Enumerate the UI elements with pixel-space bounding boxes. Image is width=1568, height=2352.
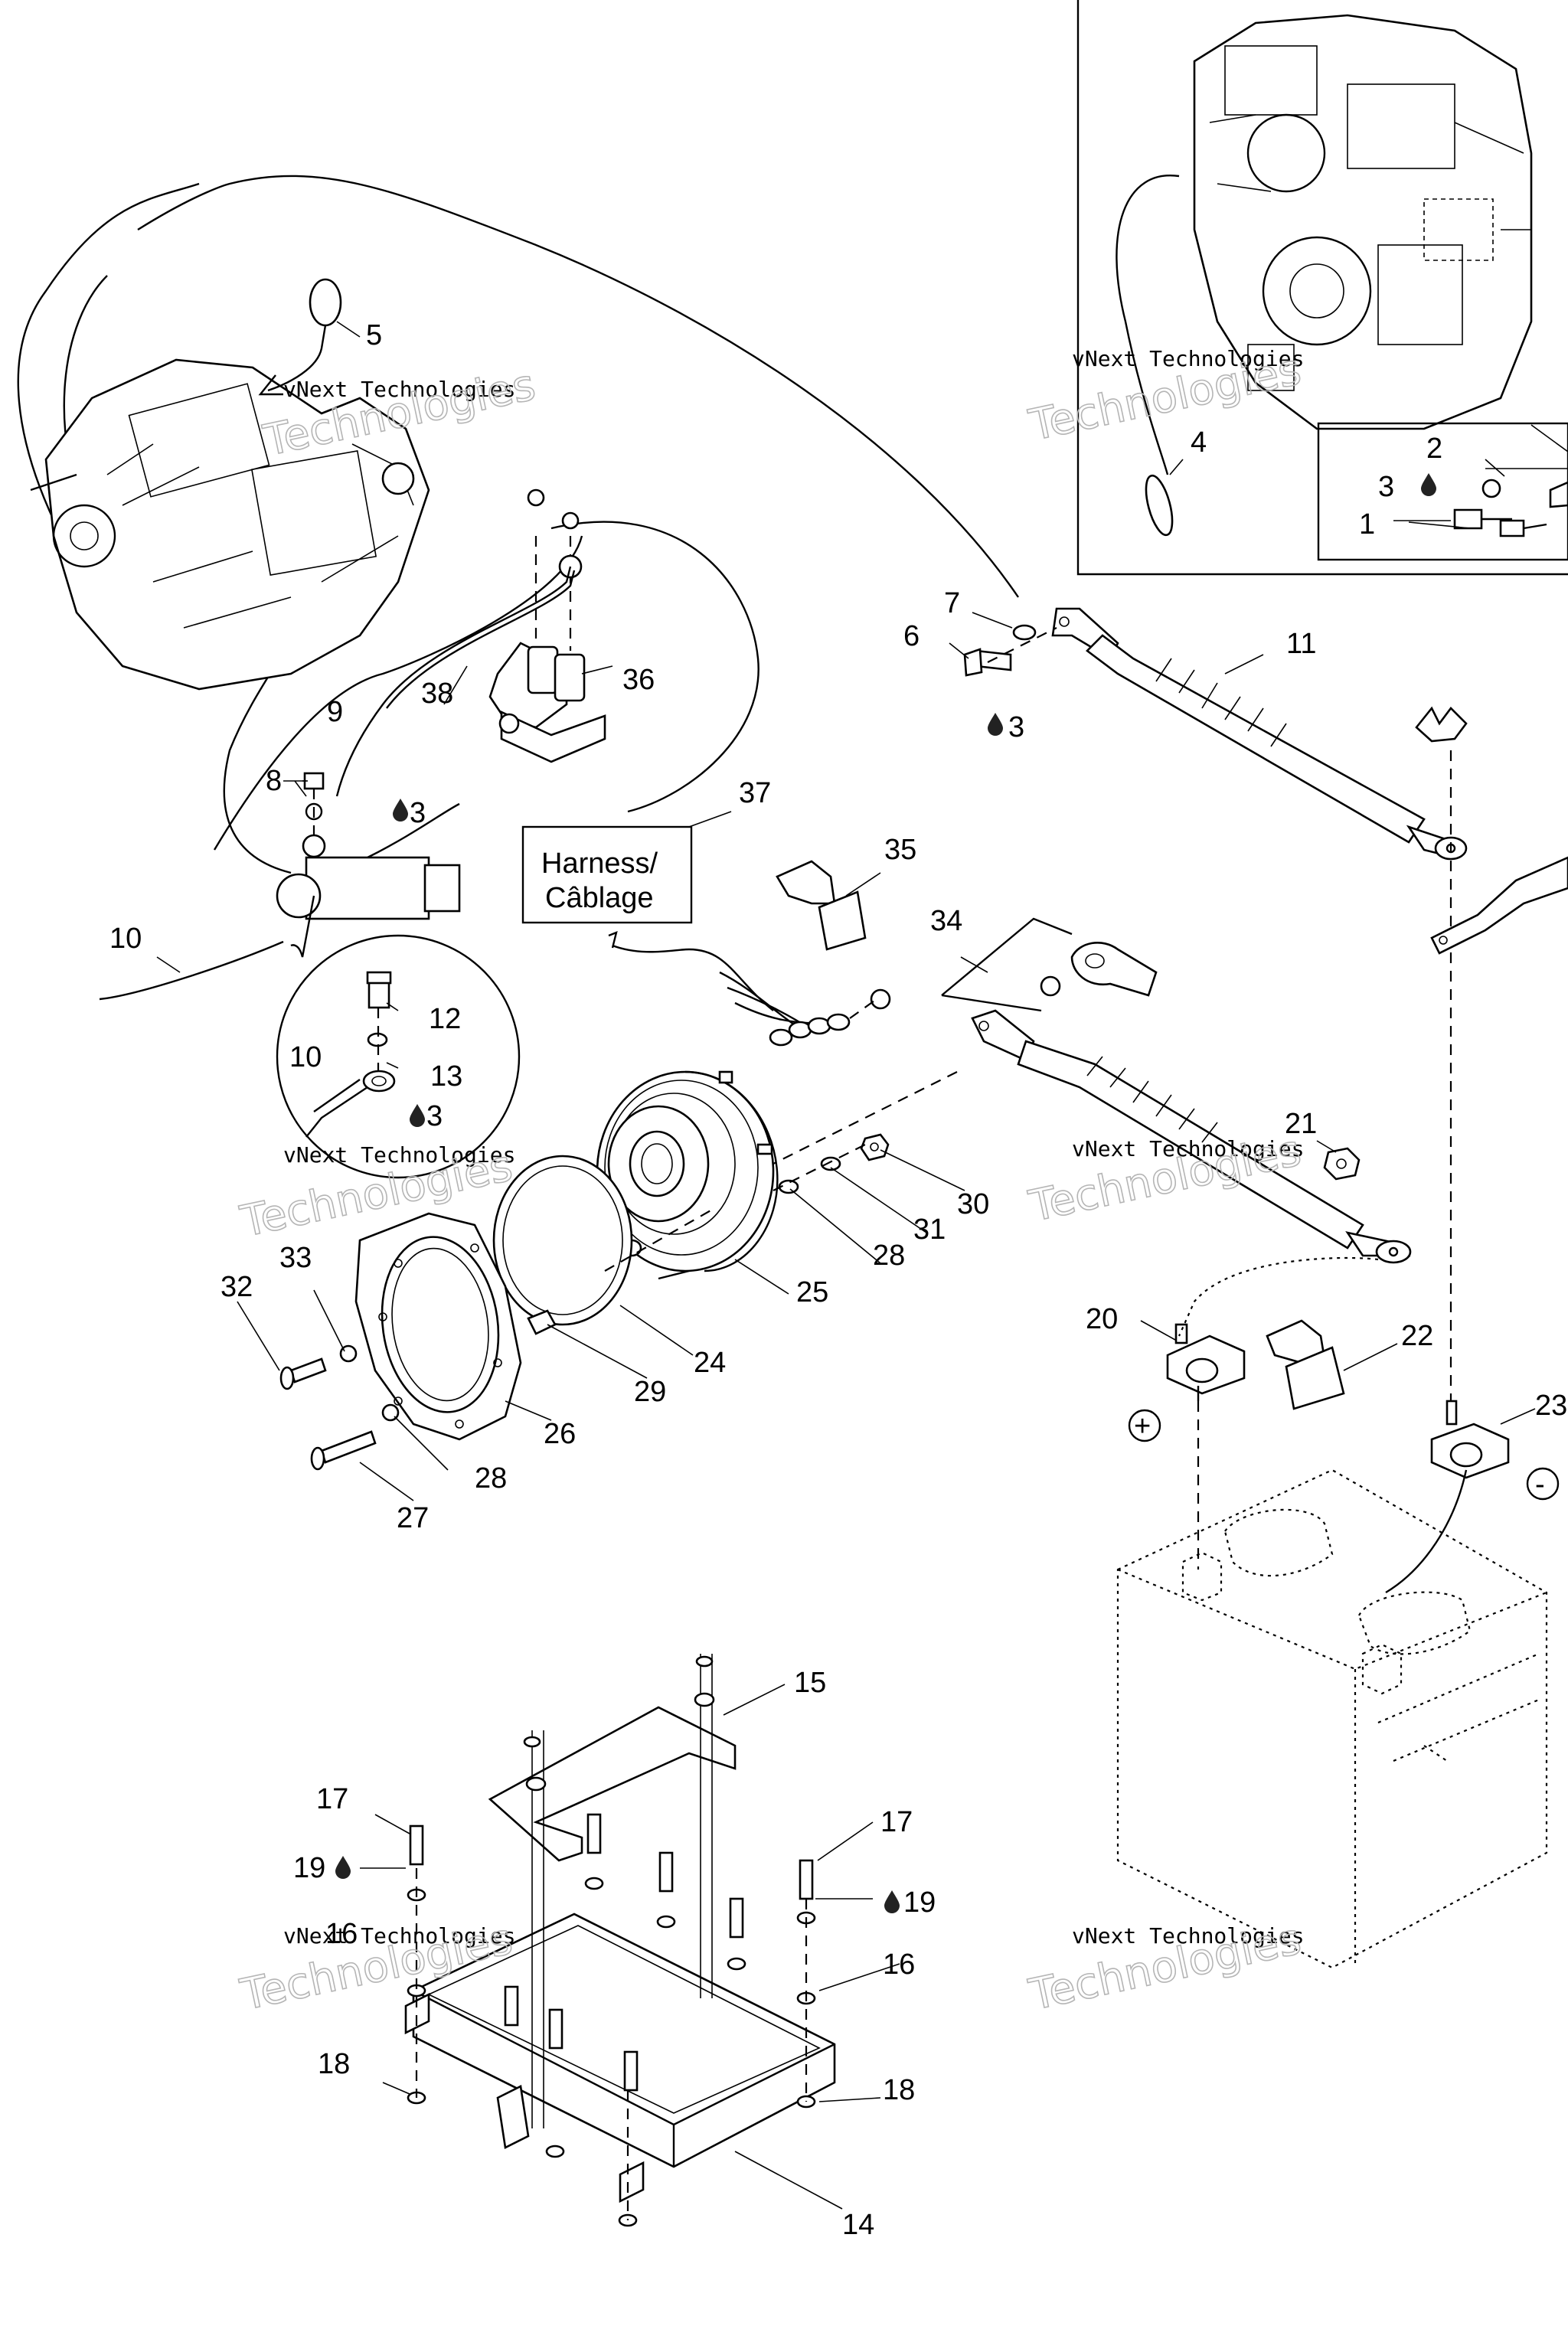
oil-drop-icon	[410, 1104, 425, 1127]
harness-label-fr: Câblage	[545, 882, 654, 914]
plus-terminal-icon: +	[1134, 1410, 1151, 1442]
harness-box	[521, 825, 693, 924]
wing-nut-and-negative-cable	[1415, 706, 1568, 1401]
harness-routing-lines	[17, 175, 1019, 1001]
callout-37: 37	[739, 777, 771, 809]
callout-34: 34	[930, 905, 962, 937]
terminal-detail-circle	[276, 895, 521, 1179]
callout-labels: 1 2 3 4 5 6 7 3 9 8 3 10 12 10 13 3 11 3…	[109, 319, 1567, 2241]
callout-25: 25	[796, 1276, 828, 1308]
callout-21: 21	[1285, 1108, 1317, 1140]
callout-15: 15	[794, 1667, 826, 1699]
callout-24: 24	[694, 1347, 726, 1379]
callout-23: 23	[1535, 1390, 1567, 1422]
watermark-text: vNext Technologies	[1072, 1923, 1304, 1949]
leader-lines	[156, 321, 1536, 2210]
cable-tie-4	[1116, 174, 1180, 537]
starter-motor	[276, 772, 461, 920]
callout-18: 18	[318, 2048, 350, 2080]
oil-drop-icon	[988, 713, 1003, 736]
callout-12: 12	[429, 1003, 461, 1035]
callout-8: 8	[266, 765, 282, 797]
watermark-text: vNext Technologies	[283, 1923, 515, 1949]
callout-22: 22	[1401, 1320, 1433, 1352]
oil-drop-icon	[335, 1856, 351, 1879]
oil-drop-icon	[393, 799, 408, 822]
callout-35: 35	[884, 834, 916, 866]
callout-30: 30	[957, 1188, 989, 1220]
terminal-clamp-23	[1385, 1400, 1510, 1594]
callout-26: 26	[544, 1418, 576, 1450]
callout-17: 17	[880, 1806, 913, 1838]
callout-14: 14	[842, 2209, 874, 2241]
callout-13: 13	[430, 1060, 462, 1093]
callout-5: 5	[366, 319, 382, 351]
oil-drop-icon	[1421, 473, 1436, 496]
callout-29: 29	[634, 1376, 666, 1408]
callout-33: 33	[279, 1242, 312, 1274]
callout-19: 19	[293, 1852, 325, 1884]
inset-engine-view	[1076, 0, 1568, 576]
callout-16: 16	[325, 1918, 358, 1950]
watermark-text: vNext Technologies	[283, 1142, 515, 1168]
cable-11	[1051, 607, 1468, 861]
watermark-text: vNext Technologies	[283, 377, 515, 402]
minus-terminal-icon: -	[1535, 1468, 1545, 1501]
battery-tray-14	[404, 1913, 836, 2203]
callout-10: 10	[289, 1041, 322, 1073]
harness-wires	[608, 931, 891, 1047]
callout-36: 36	[622, 664, 655, 696]
callout-11: 11	[1286, 628, 1316, 660]
watermark-text: vNext Technologies	[1072, 346, 1304, 371]
callout-19: 19	[903, 1886, 936, 1919]
cable-34	[773, 1009, 1412, 1264]
callout-18: 18	[883, 2074, 915, 2106]
callout-10: 10	[109, 923, 142, 955]
mounting-plate-26	[354, 1212, 522, 1441]
hold-down-bracket-15	[488, 1706, 737, 1862]
callout-1: 1	[1359, 508, 1375, 541]
callout-3: 3	[1378, 471, 1394, 503]
callout-17: 17	[316, 1783, 348, 1815]
callout-27: 27	[397, 1502, 429, 1534]
callout-6: 6	[903, 620, 920, 652]
terminal-boot-35	[776, 860, 867, 951]
engine-left-drawing	[30, 358, 430, 691]
callout-2: 2	[1426, 433, 1442, 465]
cable-tie-5	[258, 278, 342, 396]
callout-3: 3	[1008, 711, 1024, 743]
callout-3: 3	[426, 1100, 443, 1132]
callout-16: 16	[883, 1949, 915, 1981]
callout-31: 31	[913, 1214, 946, 1246]
callout-3: 3	[410, 797, 426, 829]
callout-28: 28	[873, 1240, 905, 1272]
callout-20: 20	[1086, 1303, 1118, 1335]
tray-hardware	[407, 1654, 816, 2227]
terminal-boot-22	[1266, 1319, 1345, 1410]
nut-30-washers-31-28	[773, 1133, 890, 1194]
callout-38: 38	[421, 678, 453, 710]
watermark-text: vNext Technologies	[1072, 1136, 1304, 1161]
cable-34-bracket	[941, 917, 1158, 1012]
inset-engine-drawing	[1193, 14, 1533, 430]
oil-drop-icon	[884, 1890, 900, 1913]
terminal-cable-link	[1178, 1256, 1379, 1337]
solenoid-assembly	[335, 488, 606, 797]
callout-28: 28	[475, 1462, 507, 1494]
harness-label-en: Harness/	[541, 848, 658, 880]
battery-outline	[1116, 1468, 1548, 1969]
inset-screw-detail	[1393, 424, 1568, 537]
gasket-24	[492, 1155, 713, 1326]
nut-21	[1323, 1147, 1361, 1181]
terminal-clamp-20	[1166, 1323, 1246, 1570]
callout-9: 9	[327, 696, 343, 728]
polarity-symbols	[1128, 1409, 1560, 1501]
spacer-29	[527, 1309, 557, 1335]
callout-32: 32	[220, 1271, 253, 1303]
callout-7: 7	[944, 587, 960, 619]
bolt-6-washer-7	[963, 624, 1057, 677]
callout-4: 4	[1191, 426, 1207, 459]
